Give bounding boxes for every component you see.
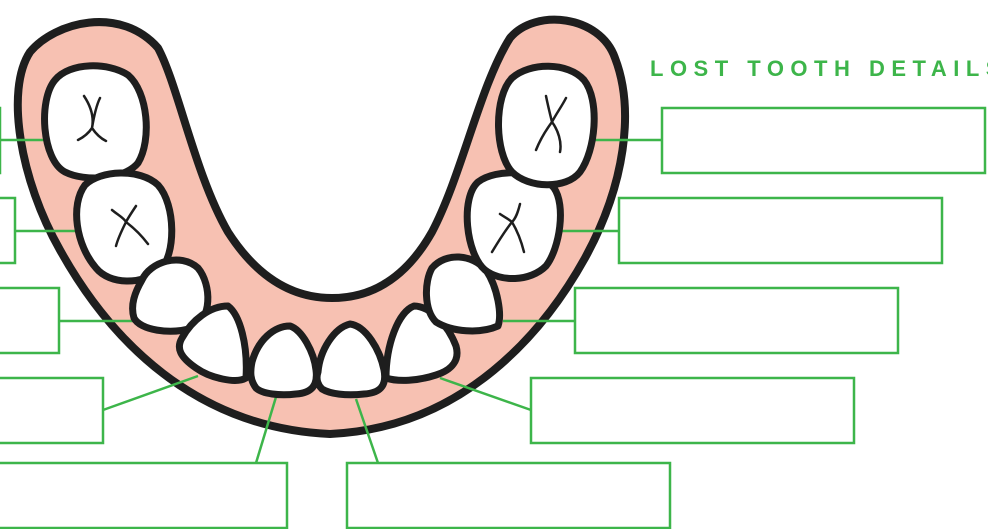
detail-box-right-canine[interactable] (575, 288, 898, 353)
detail-box-right-front-molar[interactable] (619, 198, 942, 263)
tooth-right-back-molar[interactable] (499, 66, 595, 185)
detail-box-left-lateral-incisor[interactable] (0, 378, 103, 443)
lost-tooth-details-title: LOST TOOTH DETAILS (650, 56, 988, 82)
detail-box-left-front-molar[interactable] (0, 198, 15, 263)
detail-box-right-central-incisor[interactable] (347, 463, 670, 528)
tooth-left-back-molar[interactable] (45, 66, 147, 178)
connector-left-lateral-incisor (103, 376, 198, 410)
detail-box-left-central-incisor[interactable] (0, 463, 287, 528)
detail-box-right-back-molar[interactable] (662, 108, 985, 173)
detail-box-left-canine[interactable] (0, 288, 59, 353)
detail-box-right-lateral-incisor[interactable] (531, 378, 854, 443)
